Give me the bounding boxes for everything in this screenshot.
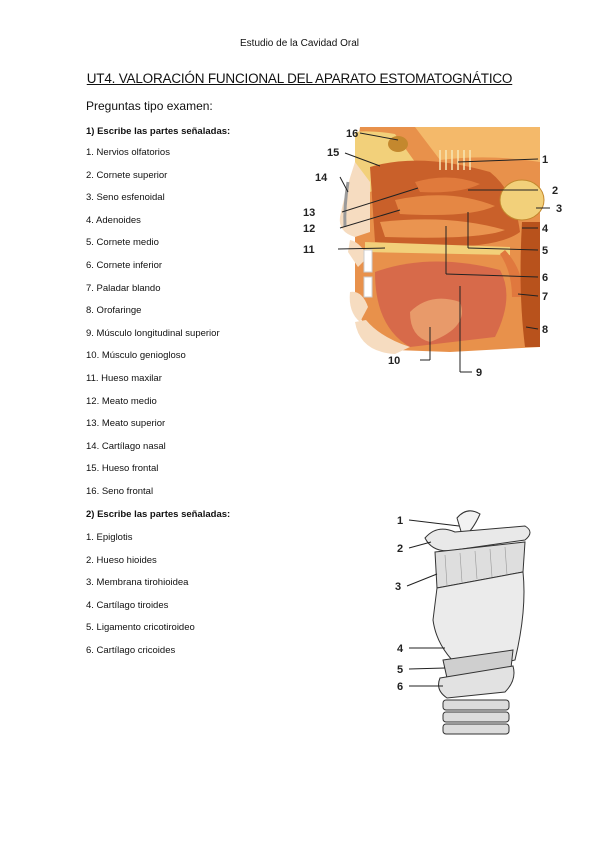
chin — [355, 320, 410, 354]
trachea-ring — [442, 723, 510, 735]
subtitle: Preguntas tipo examen: — [86, 99, 213, 113]
question-2-text: ) Escribe las partes señaladas: — [91, 509, 231, 520]
figure-2-label-3: 3 — [395, 581, 401, 593]
list-item: 4. Cartílago tiroides — [86, 599, 169, 611]
trachea-ring — [442, 711, 510, 723]
hard-palate — [365, 242, 510, 255]
list-item: 16. Seno frontal — [86, 485, 154, 497]
sphenoid-sinus — [499, 179, 545, 221]
upper-lip — [348, 240, 368, 267]
question-1-heading: 1) Escribe las partes señaladas: — [86, 126, 230, 137]
question-1-text: ) Escribe las partes señaladas: — [91, 126, 231, 137]
figure-1-label-16: 16 — [346, 128, 358, 140]
larynx-drawing — [424, 510, 531, 735]
figure-1-label-14: 14 — [315, 172, 328, 184]
inferior-turbinate — [380, 219, 505, 238]
larynx-diagram: 1 2 3 4 5 6 — [395, 510, 531, 735]
superior-turbinate — [415, 177, 480, 193]
leader-lines — [337, 132, 550, 373]
list-item: 5. Ligamento cricotiroideo — [86, 622, 195, 634]
list-item: 15. Hueso frontal — [86, 463, 159, 475]
hyoid-bone — [424, 525, 531, 552]
membrane-texture — [444, 546, 508, 586]
nose-skin — [339, 162, 370, 237]
question-2-heading: 2) Escribe las partes señaladas: — [86, 509, 230, 520]
list-item: 3. Membrana tirohioidea — [86, 577, 189, 589]
list-item: 2. Cornete superior — [86, 169, 168, 181]
pharynx — [520, 222, 540, 347]
list-item: 2. Hueso hioides — [86, 554, 157, 566]
figure-1-label-9: 9 — [476, 367, 482, 379]
figure-2-label-1: 1 — [397, 515, 403, 527]
list-item: 11. Hueso maxilar — [86, 372, 162, 384]
list-item: 8. Orofaringe — [86, 305, 142, 317]
question-2-answer-list: 1. Epiglotis 2. Hueso hioides 3. Membran… — [86, 532, 195, 668]
nasal-oral-cavity-diagram: 16 15 14 13 12 11 1 2 3 4 5 6 7 8 9 10 — [303, 127, 562, 379]
list-item: 1. Epiglotis — [86, 532, 133, 543]
figure-1-label-1: 1 — [542, 154, 548, 166]
figure-1-label-3: 3 — [556, 203, 562, 215]
figure-1-label-4: 4 — [542, 223, 549, 235]
figure-1-label-8: 8 — [542, 324, 548, 336]
list-item: 6. Cartílago cricoides — [86, 644, 176, 656]
figure-1-label-15: 15 — [327, 147, 339, 159]
page-title: UT4. VALORACIÓN FUNCIONAL DEL APARATO ES… — [86, 71, 513, 86]
figure-2-label-6: 6 — [397, 681, 403, 693]
upper-teeth — [363, 249, 373, 273]
question-2-number: 2 — [86, 509, 92, 520]
question-1-number: 1 — [86, 126, 92, 137]
trachea-ring — [442, 699, 510, 711]
lower-lip — [349, 291, 368, 322]
thyroid-cartilage — [432, 571, 525, 673]
figure-2-label-2: 2 — [397, 543, 403, 555]
list-item: 12. Meato medio — [86, 395, 157, 407]
lower-teeth — [363, 276, 373, 298]
figure-1-label-2: 2 — [552, 185, 558, 197]
leader-lines — [406, 519, 460, 687]
list-item: 7. Paladar blando — [86, 282, 161, 294]
soft-palate — [500, 250, 523, 297]
question-1-answer-list: 1. Nervios olfatorios 2. Cornete superio… — [86, 147, 220, 509]
list-item: 5. Cornete medio — [86, 237, 159, 249]
figure-1-label-6: 6 — [542, 272, 548, 284]
list-item: 9. Músculo longitudinal superior — [86, 327, 220, 339]
list-item: 13. Meato superior — [86, 418, 166, 430]
list-item: 1. Nervios olfatorios — [86, 147, 170, 158]
list-item: 3. Seno esfenoidal — [86, 192, 165, 204]
page-header: Estudio de la Cavidad Oral — [240, 38, 359, 49]
frontal-sinus — [388, 136, 408, 152]
figure-1-label-7: 7 — [542, 291, 548, 303]
olfactory-nerves — [439, 150, 471, 170]
figure-1-label-5: 5 — [542, 245, 548, 257]
nasal-cartilage — [343, 181, 350, 228]
list-item: 4. Adenoides — [86, 214, 141, 226]
list-item: 10. Músculo geniogloso — [86, 350, 186, 362]
genioglossus — [410, 298, 462, 342]
figure-1-label-13: 13 — [303, 207, 315, 219]
list-item: 14. Cartílago nasal — [86, 440, 166, 452]
figure-2-label-4: 4 — [397, 643, 404, 655]
list-item: 6. Cornete inferior — [86, 259, 163, 271]
figure-2-label-5: 5 — [397, 664, 403, 676]
figure-1-label-11: 11 — [303, 244, 315, 256]
figure-1-label-10: 10 — [388, 355, 400, 367]
figure-1-label-12: 12 — [303, 223, 315, 235]
middle-turbinate — [395, 195, 495, 215]
